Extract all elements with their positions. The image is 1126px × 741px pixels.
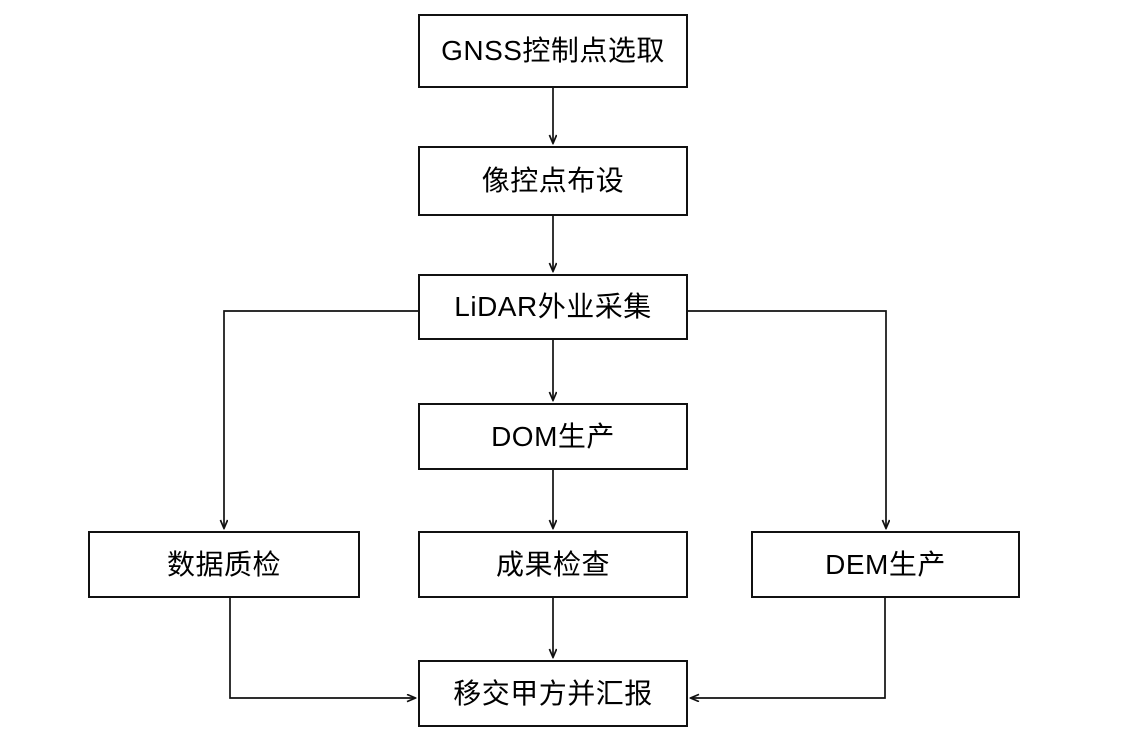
node-gnss-control-point-selection[interactable]: GNSS控制点选取 — [418, 14, 688, 88]
node-label: DEM生产 — [825, 548, 946, 580]
node-label: DOM生产 — [491, 420, 615, 452]
node-data-quality-check[interactable]: 数据质检 — [88, 531, 360, 598]
node-handover-and-report[interactable]: 移交甲方并汇报 — [418, 660, 688, 727]
connector-qc-to-handover — [229, 598, 415, 698]
node-label: GNSS控制点选取 — [441, 35, 665, 66]
node-image-control-point-layout[interactable]: 像控点布设 — [418, 146, 688, 216]
node-dom-production[interactable]: DOM生产 — [418, 403, 688, 470]
connector-lidar-to-qc — [224, 310, 418, 528]
node-result-inspection[interactable]: 成果检查 — [418, 531, 688, 598]
node-lidar-field-collection[interactable]: LiDAR外业采集 — [418, 274, 688, 340]
node-label: 移交甲方并汇报 — [453, 677, 653, 709]
node-dem-production[interactable]: DEM生产 — [751, 531, 1020, 598]
node-label: LiDAR外业采集 — [454, 291, 652, 322]
node-label: 像控点布设 — [481, 165, 625, 196]
connector-lidar-to-dem — [688, 310, 886, 528]
connector-dem-to-handover — [691, 598, 886, 698]
node-label: 成果检查 — [495, 548, 610, 580]
node-label: 数据质检 — [166, 548, 281, 580]
